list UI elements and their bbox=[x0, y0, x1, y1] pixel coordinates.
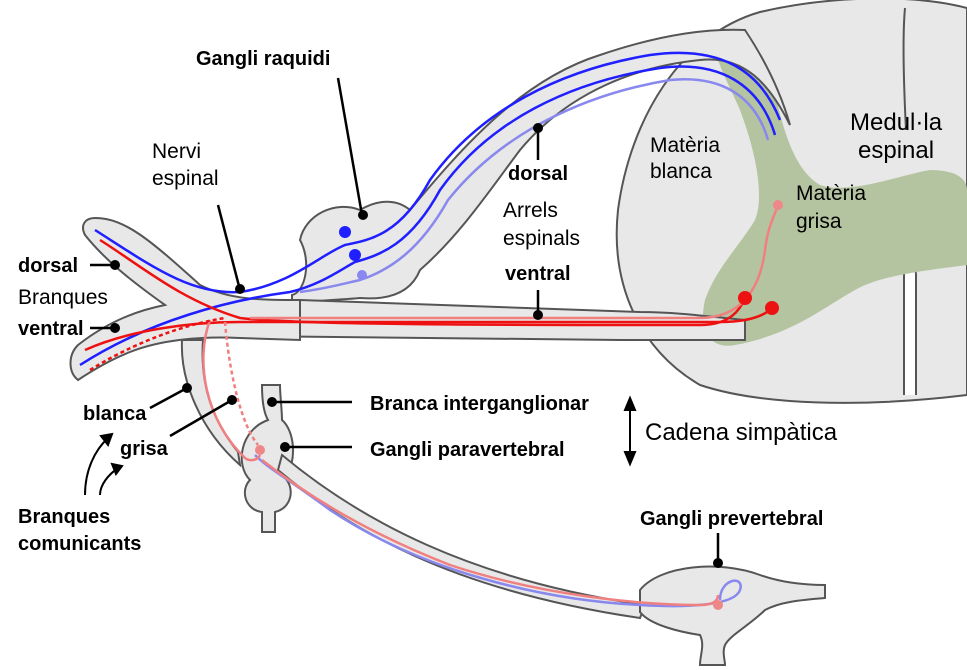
label-gangli-prevertebral: Gangli prevertebral bbox=[640, 508, 823, 530]
label-branca-interganglionar: Branca interganglionar bbox=[370, 393, 589, 415]
dot-paravertebral bbox=[280, 442, 290, 452]
label-nervi: Nervi bbox=[152, 140, 201, 163]
prevertebral-neuron bbox=[713, 600, 723, 610]
ventral-median-fissure bbox=[904, 265, 916, 395]
label-espinals: espinals bbox=[503, 227, 580, 250]
label-ventral-branch: ventral bbox=[18, 318, 84, 340]
leader-blanca bbox=[150, 388, 187, 408]
dot-nervi-espinal bbox=[235, 284, 245, 294]
sensory-neuron-1 bbox=[339, 226, 351, 238]
label-medulla-2: espinal bbox=[858, 137, 934, 164]
sensory-neuron-2 bbox=[349, 249, 361, 261]
curved-arrow-blanca bbox=[85, 438, 108, 495]
label-materia-grisa-1: Matèria bbox=[796, 182, 866, 205]
label-dorsal-root: dorsal bbox=[508, 163, 568, 185]
label-branques-comunicants-2: comunicants bbox=[18, 533, 141, 555]
label-gangli-raquidi: Gangli raquidi bbox=[196, 48, 330, 70]
arrow-head-up bbox=[625, 398, 635, 410]
label-dorsal-branch: dorsal bbox=[18, 255, 78, 277]
paravertebral-neuron bbox=[255, 445, 265, 455]
motor-neuron-2 bbox=[765, 301, 779, 315]
motor-fibre-grey-ramus bbox=[225, 322, 258, 445]
label-branques: Branques bbox=[18, 286, 108, 309]
label-grisa: grisa bbox=[120, 438, 169, 460]
label-medulla-1: Medul·la bbox=[850, 109, 943, 136]
dot-dorsal-root bbox=[533, 123, 543, 133]
dot-gangli-raquidi bbox=[358, 210, 368, 220]
leader-nervi-espinal bbox=[218, 205, 240, 290]
preganglionic-neuron bbox=[773, 200, 783, 210]
label-blanca: blanca bbox=[83, 403, 147, 425]
label-materia-blanca-2: blanca bbox=[650, 160, 712, 183]
label-materia-grisa-2: grisa bbox=[796, 210, 842, 233]
dot-blanca bbox=[182, 383, 192, 393]
motor-neuron-1 bbox=[738, 291, 752, 305]
label-arrels: Arrels bbox=[503, 199, 558, 222]
dot-ventral-root bbox=[533, 310, 543, 320]
label-espinal: espinal bbox=[152, 167, 219, 190]
label-materia-blanca-1: Matèria bbox=[650, 134, 720, 157]
label-cadena-simpatica: Cadena simpàtica bbox=[645, 419, 838, 446]
dot-dorsal-branch bbox=[110, 260, 120, 270]
dot-grisa bbox=[227, 395, 237, 405]
dot-interganglionar bbox=[267, 397, 277, 407]
dot-ventral-branch bbox=[110, 323, 120, 333]
sensory-neuron-3 bbox=[357, 270, 367, 280]
label-ventral-root: ventral bbox=[505, 263, 571, 285]
dot-prevertebral bbox=[713, 558, 723, 568]
label-branques-comunicants-1: Branques bbox=[18, 506, 110, 528]
leader-gangli-raquidi bbox=[338, 78, 362, 215]
arrow-head-down bbox=[625, 452, 635, 464]
label-gangli-paravertebral: Gangli paravertebral bbox=[370, 439, 565, 461]
splanchnic-nerve-sheath bbox=[278, 455, 645, 618]
